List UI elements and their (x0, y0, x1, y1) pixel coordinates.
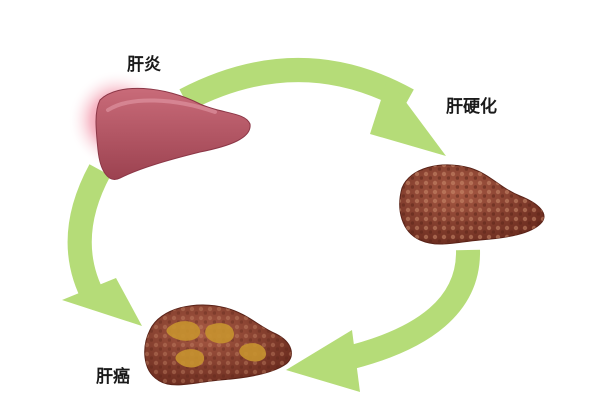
stage-label-cancer: 肝癌 (96, 367, 130, 387)
cirrhotic-liver-icon (399, 164, 545, 245)
tumor-spot (239, 343, 266, 362)
tumor-spot (205, 323, 234, 344)
arrow-cirrhosis-to-cancer (286, 249, 481, 392)
cancerous-liver-icon (144, 304, 292, 386)
tumor-spot (175, 349, 205, 368)
tumor-spot (166, 321, 201, 341)
inflamed-liver-icon (68, 70, 251, 180)
stage-label-cirrhosis: 肝硬化 (446, 97, 497, 117)
stage-label-hepatitis: 肝炎 (127, 55, 161, 75)
arrow-cancer-to-hepatitis (62, 164, 142, 326)
arrow-hepatitis-to-cirrhosis (179, 58, 446, 156)
